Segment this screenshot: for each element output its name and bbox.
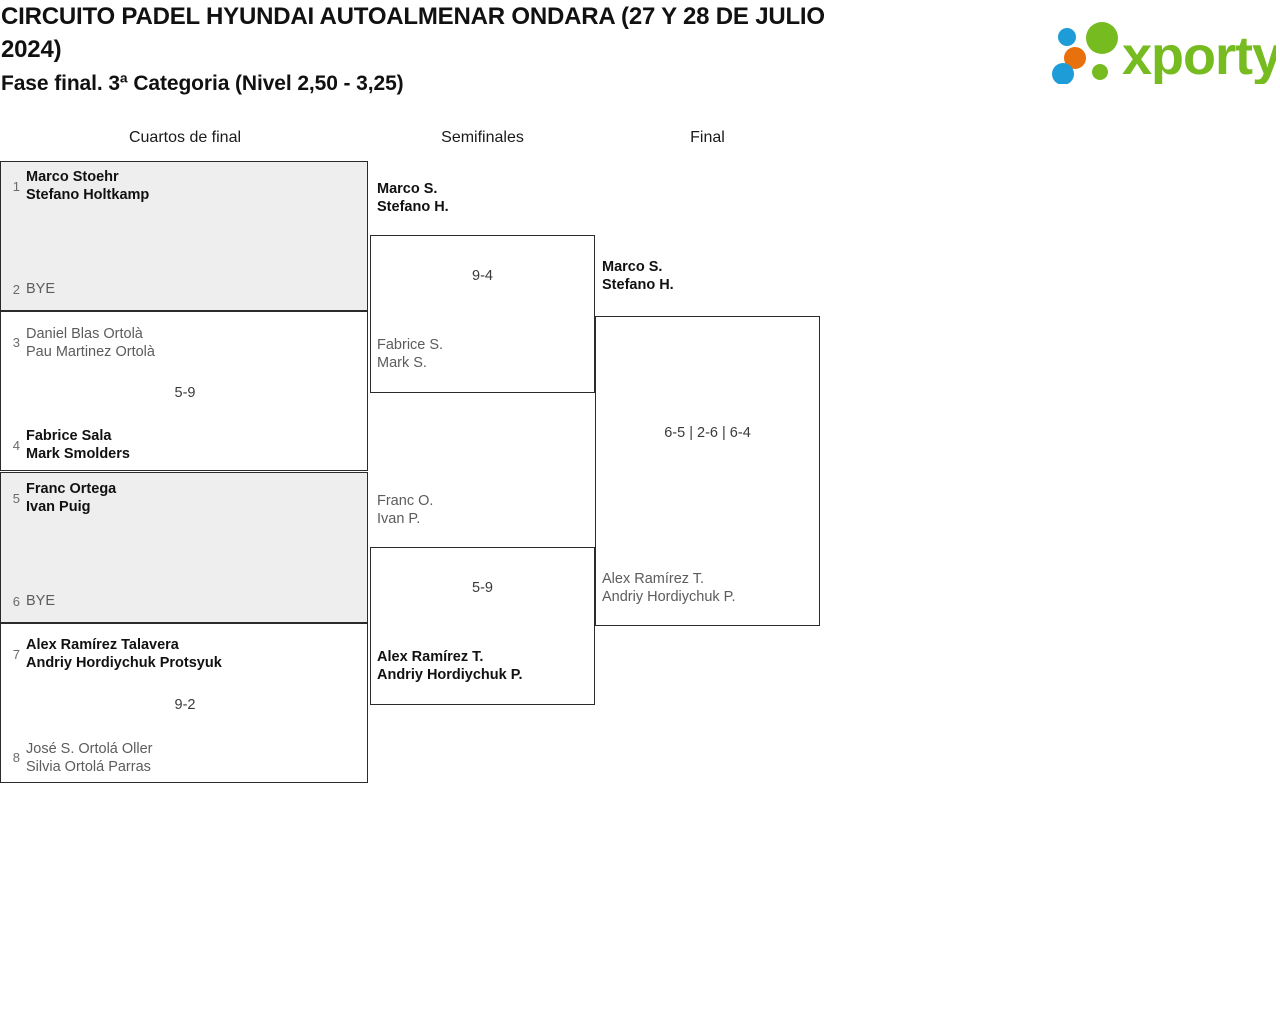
seed-number: 3 (12, 335, 20, 350)
team-name-sf1-bottom: Fabrice S. Mark S. (377, 337, 444, 371)
seed-number: 7 (12, 647, 20, 662)
logo-dot-blue-top (1058, 28, 1076, 46)
logo-dot-blue-bottom (1052, 63, 1074, 84)
match-box-qf-1[interactable] (0, 161, 368, 311)
seed-number: 2 (12, 282, 20, 297)
team-name-qf1-bottom: BYE (26, 281, 56, 297)
team-name-final-top: Marco S. Stefano H. (602, 259, 674, 293)
team-name-qf2-top: Daniel Blas Ortolà Pau Martinez Ortolà (26, 326, 155, 360)
match-box-sf-1[interactable] (370, 235, 595, 393)
page-header: CIRCUITO PADEL HYUNDAI AUTOALMENAR ONDAR… (0, 0, 1280, 110)
seed-number: 8 (12, 750, 20, 765)
round-header-quarterfinals: Cuartos de final (128, 129, 242, 146)
match-box-sf-2[interactable] (370, 547, 595, 705)
team-name-final-bottom: Alex Ramírez T. Andriy Hordiychuk P. (602, 571, 736, 605)
match-box-qf-2[interactable] (0, 311, 368, 471)
team-name-sf1-top: Marco S. Stefano H. (377, 181, 449, 215)
seed-number: 5 (12, 491, 20, 506)
logo-dot-green-small (1092, 64, 1108, 80)
tournament-title: CIRCUITO PADEL HYUNDAI AUTOALMENAR ONDAR… (1, 3, 825, 63)
team-name-qf1-top: Marco Stoehr Stefano Holtkamp (26, 169, 150, 203)
team-name-qf3-bottom: BYE (26, 593, 56, 609)
tournament-title-block: CIRCUITO PADEL HYUNDAI AUTOALMENAR ONDAR… (0, 0, 880, 99)
match-box-qf-3[interactable] (0, 472, 368, 623)
round-header-semifinals: Semifinales (441, 129, 524, 146)
logo-wordmark: xporty (1122, 26, 1276, 84)
xporty-logo[interactable]: xporty (1048, 22, 1276, 84)
seed-number: 6 (12, 594, 20, 609)
logo-dot-orange (1064, 47, 1086, 69)
match-score-sf-2: 5-9 (472, 580, 493, 596)
round-header-final: Final (690, 129, 725, 146)
team-name-sf2-top: Franc O. Ivan P. (377, 493, 434, 527)
team-name-sf2-bottom: Alex Ramírez T. Andriy Hordiychuk P. (377, 649, 523, 683)
team-name-qf4-top: Alex Ramírez Talavera Andriy Hordiychuk … (26, 637, 222, 671)
match-score-qf-2: 5-9 (174, 385, 196, 401)
match-box-final[interactable] (595, 316, 820, 626)
seed-number: 1 (12, 179, 20, 194)
match-box-qf-4[interactable] (0, 623, 368, 783)
match-score-sf-1: 9-4 (472, 268, 493, 284)
team-name-qf3-top: Franc Ortega Ivan Puig (26, 481, 117, 515)
tournament-subtitle: Fase final. 3ª Categoria (Nivel 2,50 - 3… (1, 72, 404, 95)
match-score-final: 6-5 | 2-6 | 6-4 (664, 425, 751, 441)
seed-number: 4 (12, 438, 20, 453)
team-name-qf4-bottom: José S. Ortolá Oller Silvia Ortolá Parra… (26, 741, 153, 775)
team-name-qf2-bottom: Fabrice Sala Mark Smolders (26, 428, 130, 462)
match-score-qf-4: 9-2 (174, 697, 196, 713)
logo-dot-green-large (1086, 22, 1118, 54)
